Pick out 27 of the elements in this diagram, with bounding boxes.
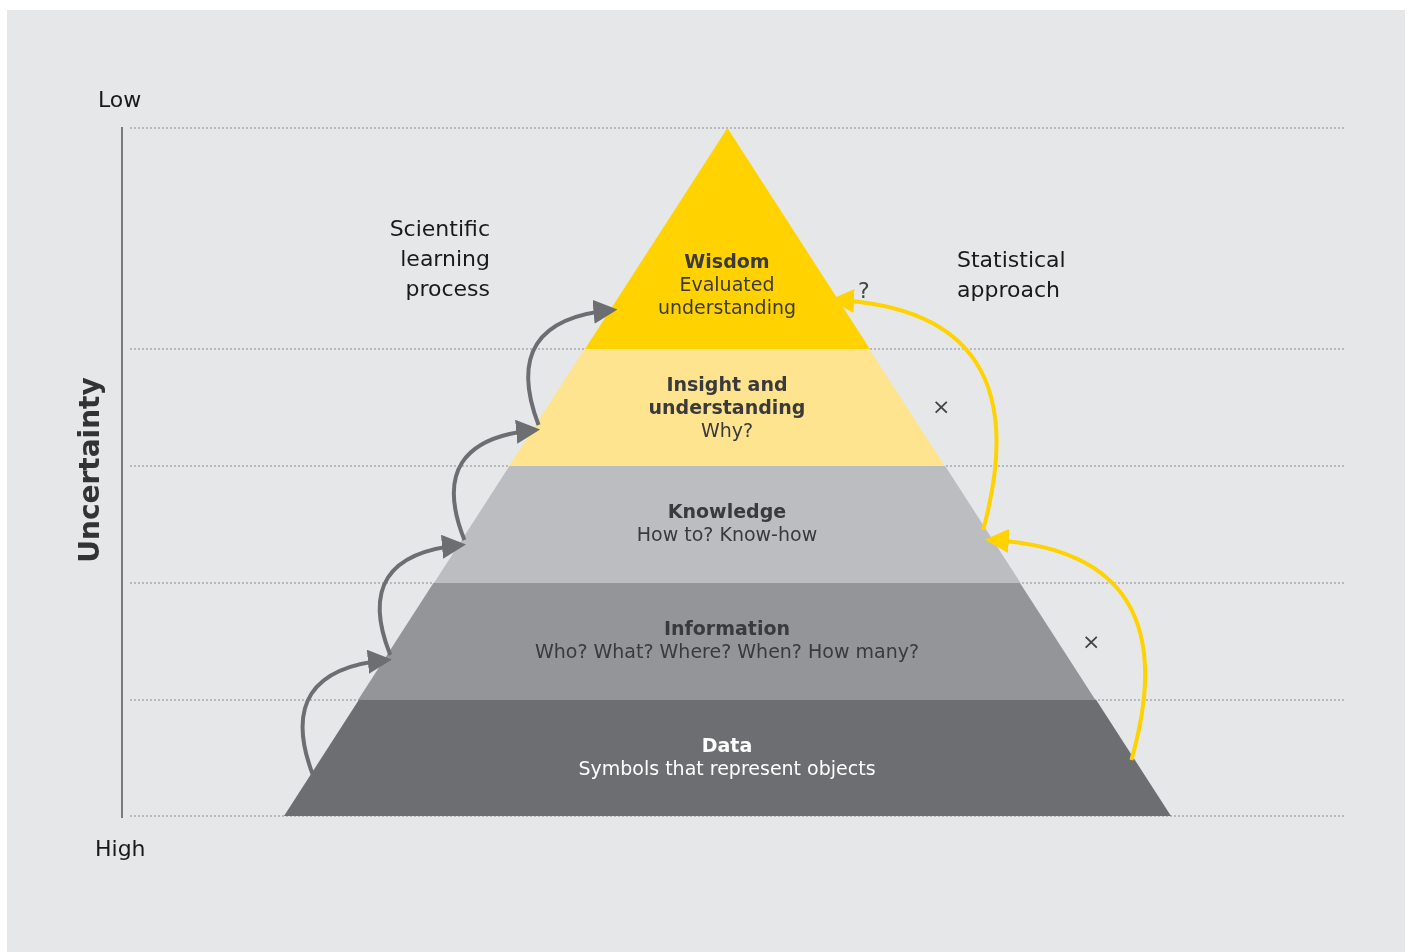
approach-label: Statistical approach [957,246,1067,304]
axis-label: Low [98,86,143,114]
tier-title: Information [662,617,792,640]
tier-description: How to? Know-how [635,523,819,546]
axis-label: High [95,835,147,863]
tier-description: Who? What? Where? When? How many? [533,640,920,663]
curved-arrow [526,300,618,426]
pyramid-tier [283,700,1171,816]
curved-arrow [300,650,392,776]
curved-arrow [984,529,1147,761]
tier-title: Data [700,734,754,757]
approach-label: Scientific learning process [388,215,490,303]
tier-description: Why? [699,419,755,442]
tier-description: Evaluated understanding [656,273,798,319]
tier-title: Wisdom [683,250,771,273]
cross-mark: × [932,393,952,421]
curved-arrow [451,420,541,541]
axis-title: Uncertainty [75,376,105,565]
pyramid-tier [433,466,1021,583]
tier-title: Knowledge [666,500,788,523]
tier-description: Symbols that represent objects [577,757,877,780]
curved-arrow [377,535,466,656]
cross-mark: × [1082,628,1102,656]
pyramid-tier [358,583,1096,700]
tier-title: Insight and understanding [647,373,807,419]
question-mark: ? [858,277,871,305]
pyramid-tier [584,128,870,349]
